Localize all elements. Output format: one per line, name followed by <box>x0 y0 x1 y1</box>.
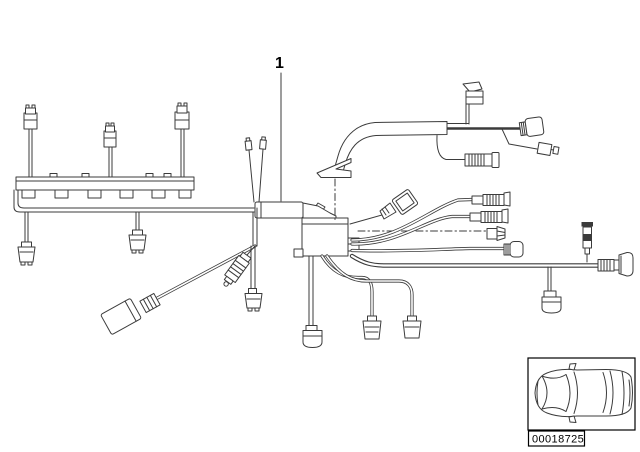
rail-clips <box>21 189 192 199</box>
oxygen-sensor-cylinder <box>223 251 252 287</box>
ribbed-connector-1 <box>471 191 511 207</box>
vertical-ribbed-connector <box>581 222 593 263</box>
callout-1[interactable]: 1 <box>275 55 284 202</box>
round-plug-connector <box>503 241 524 258</box>
oxygen-sensor-plug <box>100 292 161 335</box>
ecu-connector-block <box>254 201 360 258</box>
right-fanout-wires <box>350 197 506 253</box>
injector-connector-2 <box>103 122 117 178</box>
lambda-branch-connector <box>244 288 263 312</box>
cable-conduit-tube <box>316 121 448 222</box>
main-harness-trunk-lower <box>349 253 601 268</box>
fuel-injector-rail <box>15 173 195 199</box>
trunk-end-connector <box>597 251 634 277</box>
map-sensor-connector <box>349 189 419 225</box>
small-plug-connector <box>536 141 560 156</box>
mounting-bracket <box>316 158 352 178</box>
top-right-branches <box>436 81 560 168</box>
bottom-connector-1 <box>302 325 323 348</box>
ribbed-connector-2 <box>469 208 509 224</box>
image-number: 00018725 <box>532 434 584 446</box>
injector-connector-1 <box>23 104 38 178</box>
bracket-connector <box>462 81 484 105</box>
image-number-plate: 00018725 <box>527 430 586 447</box>
main-harness-trunk-upper <box>13 189 255 213</box>
injector-connector-3 <box>174 102 190 178</box>
bottom-connector-3 <box>402 315 422 339</box>
trunk-drop-connector <box>541 266 562 314</box>
stub-wires <box>244 136 267 203</box>
flared-connector <box>486 226 506 241</box>
bottom-drop-wires <box>308 254 414 329</box>
lambda-sensor-branches <box>100 207 263 335</box>
square-plug-connector <box>518 116 545 137</box>
callout-1-label[interactable]: 1 <box>275 55 284 72</box>
bottom-connector-2 <box>362 315 382 340</box>
car-top-view-icon <box>534 363 633 423</box>
branch-connector-left-1 <box>17 211 36 266</box>
ribbed-cylinder-connector-top <box>464 152 500 168</box>
branch-connector-left-2 <box>128 211 147 254</box>
vehicle-thumbnail <box>527 357 636 431</box>
